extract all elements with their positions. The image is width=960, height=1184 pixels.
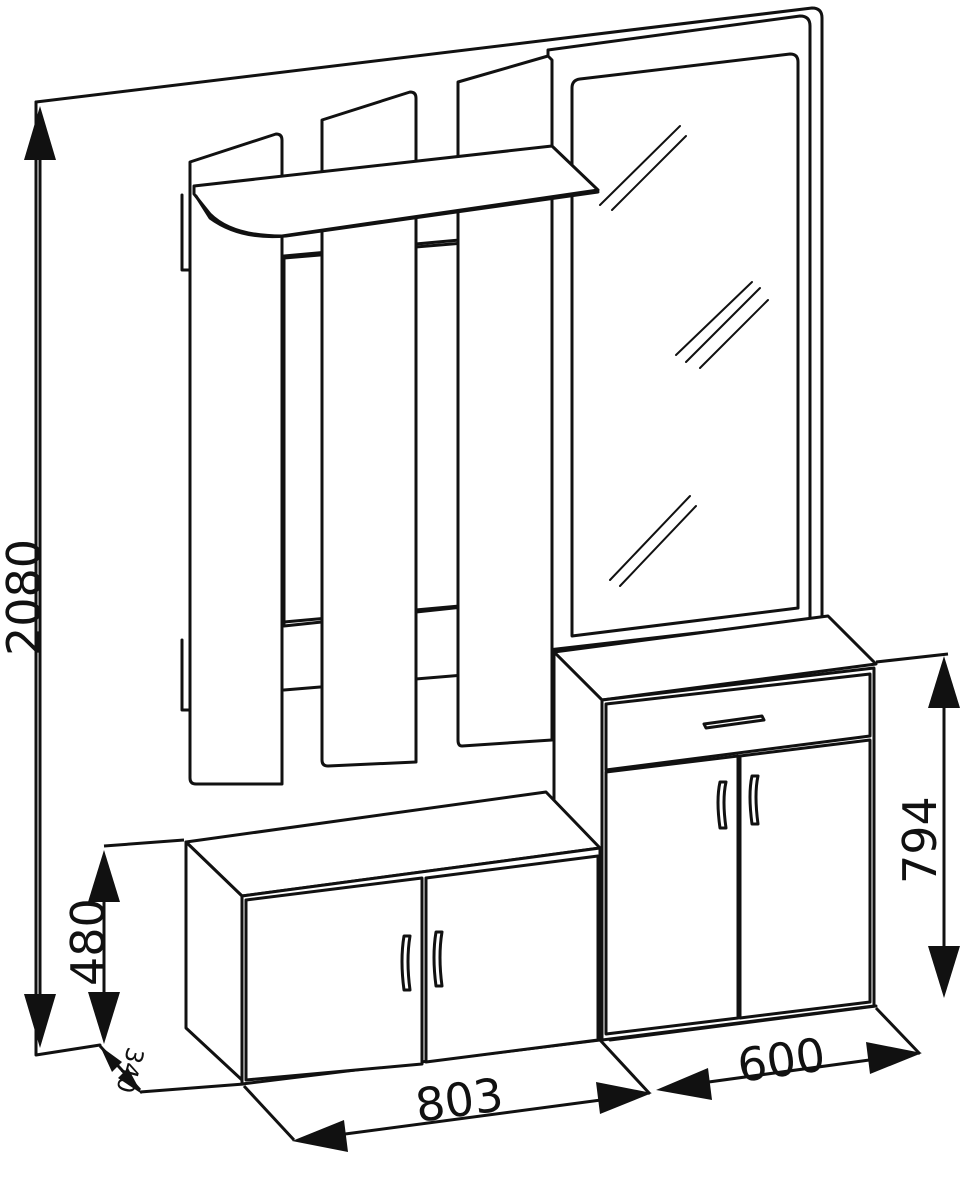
- bench-door-right[interactable]: [424, 854, 600, 1064]
- panel-hinge-top: [180, 193, 192, 272]
- dimension-cabinet-height: 794: [875, 652, 960, 998]
- coat-rack-panels: [180, 54, 554, 786]
- panel-hinge-bottom: [180, 638, 192, 712]
- label-bench-height: 480: [61, 898, 115, 986]
- rack-panel-middle: [320, 90, 418, 768]
- tall-cabinet: [552, 614, 878, 1042]
- wall-top-edge: [34, 6, 824, 622]
- bench-cabinet: [184, 790, 602, 1086]
- mirror-panel: [546, 14, 812, 652]
- rack-panel-right: [456, 54, 554, 748]
- back-wall-panel: [34, 6, 824, 1057]
- cabinet-door-right[interactable]: [738, 738, 872, 1020]
- label-cabinet-height: 794: [893, 796, 947, 884]
- label-cabinet-width: 600: [734, 1027, 828, 1093]
- shelf-edge: [194, 190, 600, 239]
- dimension-total-height: 2080: [0, 106, 56, 1048]
- dimension-bench-height: 480: [61, 838, 185, 1044]
- label-depth: 340: [110, 1044, 149, 1095]
- dimension-bench-width: 803: [242, 1038, 652, 1152]
- wall-left-edge: [34, 100, 102, 1057]
- hat-shelf: [192, 144, 600, 239]
- bench-handle-right[interactable]: [432, 930, 444, 988]
- rack-panel-left: [188, 132, 284, 786]
- bench-handle-left[interactable]: [400, 934, 412, 992]
- bench-door-left[interactable]: [244, 876, 424, 1082]
- cabinet-drawer[interactable]: [604, 672, 872, 772]
- drawer-handle[interactable]: [702, 714, 766, 730]
- label-total-height: 2080: [0, 539, 51, 656]
- cabinet-handle-left[interactable]: [716, 780, 728, 830]
- cabinet-handle-right[interactable]: [748, 774, 760, 826]
- label-bench-width: 803: [412, 1067, 506, 1133]
- cabinet-door-left[interactable]: [604, 754, 740, 1036]
- dimension-cabinet-width: 600: [656, 1006, 922, 1100]
- mirror-reflection-lines: [599, 125, 769, 587]
